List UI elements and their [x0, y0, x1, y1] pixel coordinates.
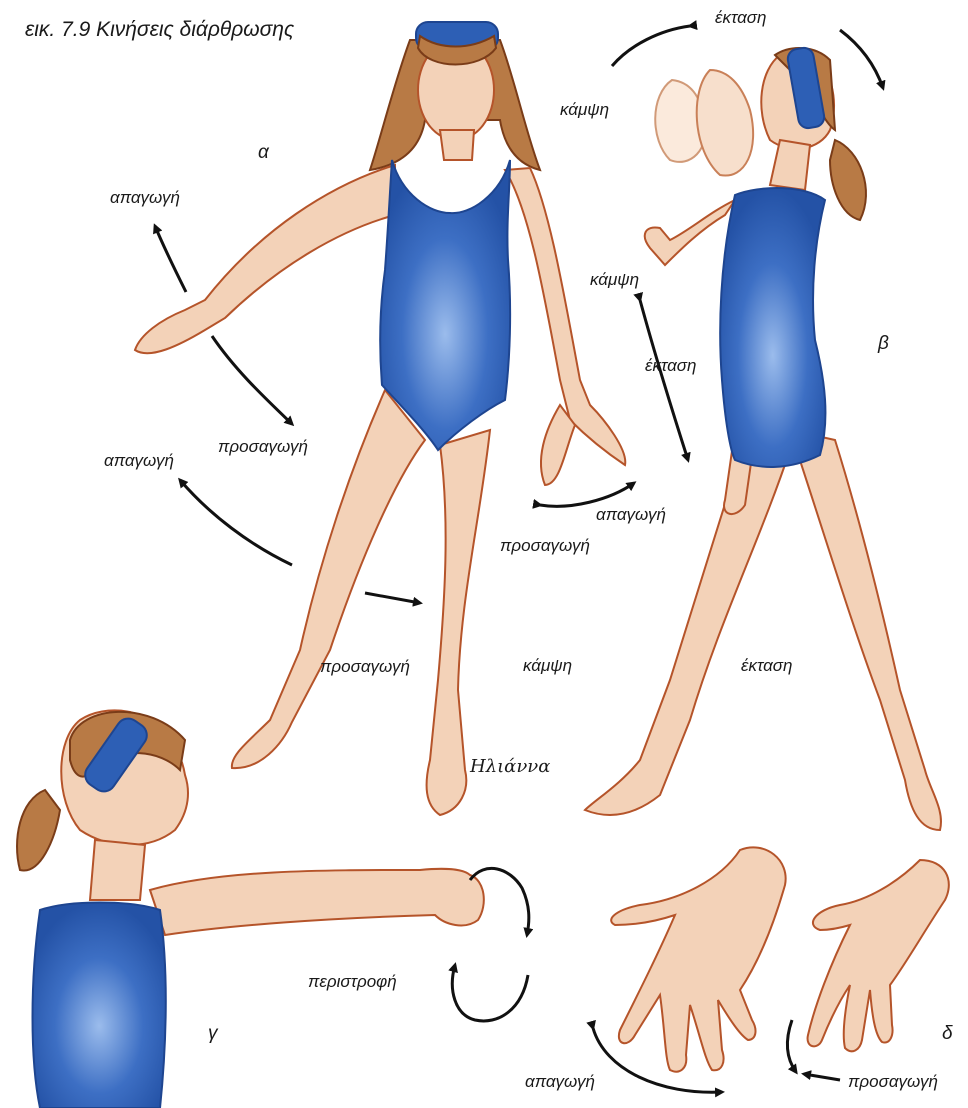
beta-swimsuit — [720, 188, 825, 467]
label-hip-flexion: κάμψη — [523, 656, 572, 676]
panel-letter-delta: δ — [942, 1023, 953, 1045]
gamma-swimsuit — [33, 903, 166, 1108]
arrow-head-flexion — [612, 26, 690, 66]
artist-signature: Ηλιάννα — [470, 756, 550, 777]
panel-letter-alpha: α — [258, 142, 269, 164]
arrow-arm-abduction — [155, 226, 186, 292]
panel-letter-beta: β — [878, 333, 889, 355]
delta-hand-closed — [808, 860, 949, 1051]
arrow-fingers-adduction-2 — [804, 1074, 840, 1080]
delta-hand-spread — [611, 847, 785, 1071]
label-hip-extension: έκταση — [741, 656, 792, 676]
beta-ponytail — [830, 140, 866, 220]
beta-leg-back — [790, 430, 941, 830]
arrow-fingers-adduction — [787, 1020, 796, 1072]
label-rotation: περιστροφή — [308, 972, 397, 992]
alpha-swimsuit — [380, 160, 510, 450]
label-head-extension: έκταση — [715, 8, 766, 28]
arrow-rotation-lower — [452, 965, 528, 1021]
arrow-leg-abduction — [180, 480, 292, 565]
figure-beta — [585, 46, 941, 830]
label-wrist-adduction: προσαγωγή — [500, 536, 590, 556]
figure-gamma — [17, 710, 484, 1108]
beta-head-ghost-2 — [697, 70, 753, 176]
label-leg-adduction: προσαγωγή — [320, 657, 410, 677]
beta-arm — [645, 200, 735, 265]
label-arm-adduction: προσαγωγή — [218, 437, 308, 457]
label-head-flexion: κάμψη — [560, 100, 609, 120]
arrow-leg-adduction — [365, 593, 420, 603]
figure-caption: εικ. 7.9 Κινήσεις διάρθρωσης — [25, 18, 294, 42]
label-elbow-flexion: κάμψη — [590, 270, 639, 290]
beta-leg-front — [585, 440, 790, 815]
panel-letter-gamma: γ — [208, 1023, 218, 1045]
arrow-head-extension — [840, 30, 883, 88]
label-fingers-abduction: απαγωγή — [525, 1072, 595, 1092]
label-leg-abduction: απαγωγή — [104, 451, 174, 471]
gamma-arm — [150, 869, 484, 935]
arrow-arm-adduction — [212, 336, 292, 424]
label-fingers-adduction: προσαγωγή — [848, 1072, 938, 1092]
gamma-ponytail — [17, 790, 60, 870]
label-arm-abduction: απαγωγή — [110, 188, 180, 208]
figure-alpha — [135, 22, 625, 815]
label-wrist-abduction: απαγωγή — [596, 505, 666, 525]
label-elbow-extension: έκταση — [645, 356, 696, 376]
figure-delta — [611, 847, 949, 1071]
arrow-wrist — [540, 483, 634, 506]
arrow-elbow — [640, 300, 688, 460]
